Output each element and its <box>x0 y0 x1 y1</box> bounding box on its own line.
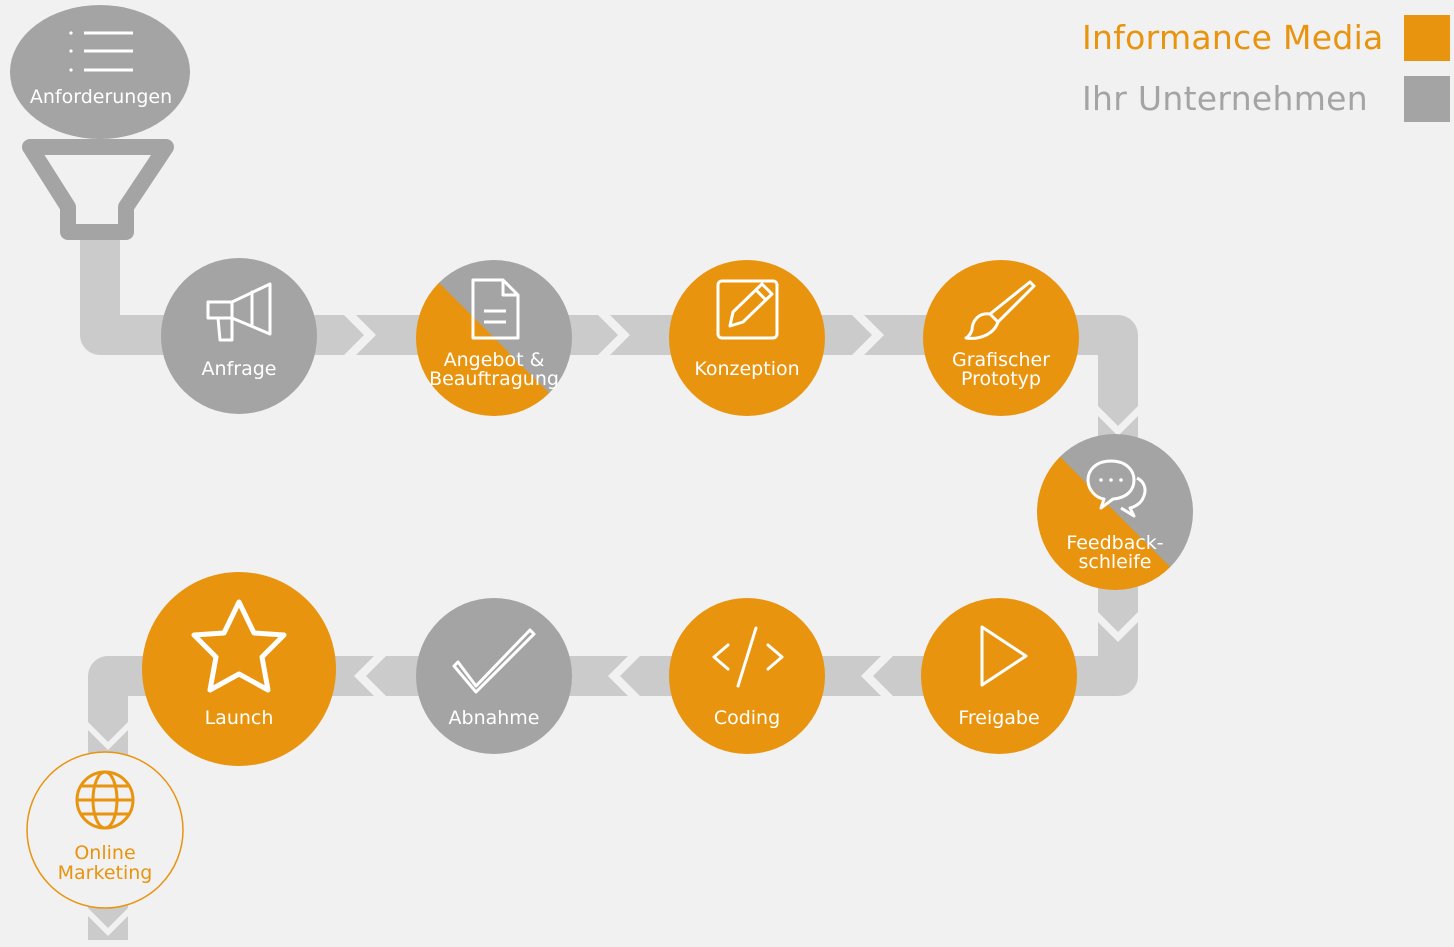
step-label-feedback: Feedback- schleife <box>1066 534 1163 572</box>
start-node <box>10 5 190 240</box>
step-circle-freigabe <box>921 598 1077 754</box>
megaphone-icon <box>206 282 272 342</box>
step-label-online-marketing: Online Marketing <box>58 843 153 883</box>
step-label-line: Coding <box>713 707 781 729</box>
start-label: Anforderungen <box>29 86 173 108</box>
step-label-angebot: Angebot & Beauftragung <box>429 351 559 389</box>
step-label-line: Angebot & <box>443 349 545 371</box>
step-label-line: Beauftragung <box>429 368 559 390</box>
code-icon <box>712 626 784 688</box>
step-label-line: Launch <box>204 707 274 729</box>
funnel-icon <box>22 139 174 240</box>
step-label-freigabe: Freigabe <box>958 708 1039 728</box>
legend-swatch-informance <box>1404 15 1450 61</box>
list-icon <box>69 31 133 72</box>
step-circle-online-marketing <box>26 751 184 909</box>
step-circle-launch <box>142 572 336 766</box>
step-label-line: Freigabe <box>958 707 1040 729</box>
step-label-line: Grafischer <box>951 349 1051 371</box>
step-label-line: Marketing <box>57 862 153 884</box>
step-circle-feedback <box>1037 434 1193 590</box>
requirements-bubble <box>10 5 190 139</box>
step-label-line: Konzeption <box>694 358 800 380</box>
step-label-line: schleife <box>1078 551 1152 573</box>
play-icon <box>980 625 1028 687</box>
globe-icon <box>75 770 135 830</box>
chat-icon <box>1086 459 1147 518</box>
legend-label-company: Ihr Unternehmen <box>1082 79 1368 118</box>
checkmark-icon <box>452 628 536 694</box>
step-label-anfrage: Anfrage <box>202 359 277 379</box>
step-label-line: Online <box>74 842 136 864</box>
star-icon <box>191 599 287 693</box>
document-icon <box>471 278 520 340</box>
step-label-line: Prototyp <box>961 368 1041 390</box>
step-circle-coding <box>669 598 825 754</box>
step-label-prototyp: Grafischer Prototyp <box>952 351 1050 389</box>
edit-icon <box>716 279 779 340</box>
brush-icon <box>964 280 1036 340</box>
step-label-launch: Launch <box>205 708 274 728</box>
step-circle-prototyp <box>923 260 1079 416</box>
step-label-coding: Coding <box>714 708 780 728</box>
step-label-abnahme: Abnahme <box>449 708 540 728</box>
step-label-line: Feedback- <box>1066 532 1164 554</box>
legend-label-informance: Informance Media <box>1082 18 1384 57</box>
step-label-line: Anfrage <box>201 358 277 380</box>
track-arrows <box>88 315 1138 936</box>
step-circle-anfrage <box>161 258 317 414</box>
step-label-line: Abnahme <box>448 707 540 729</box>
legend-swatch-company <box>1404 76 1450 122</box>
step-label-konzeption: Konzeption <box>694 359 799 379</box>
